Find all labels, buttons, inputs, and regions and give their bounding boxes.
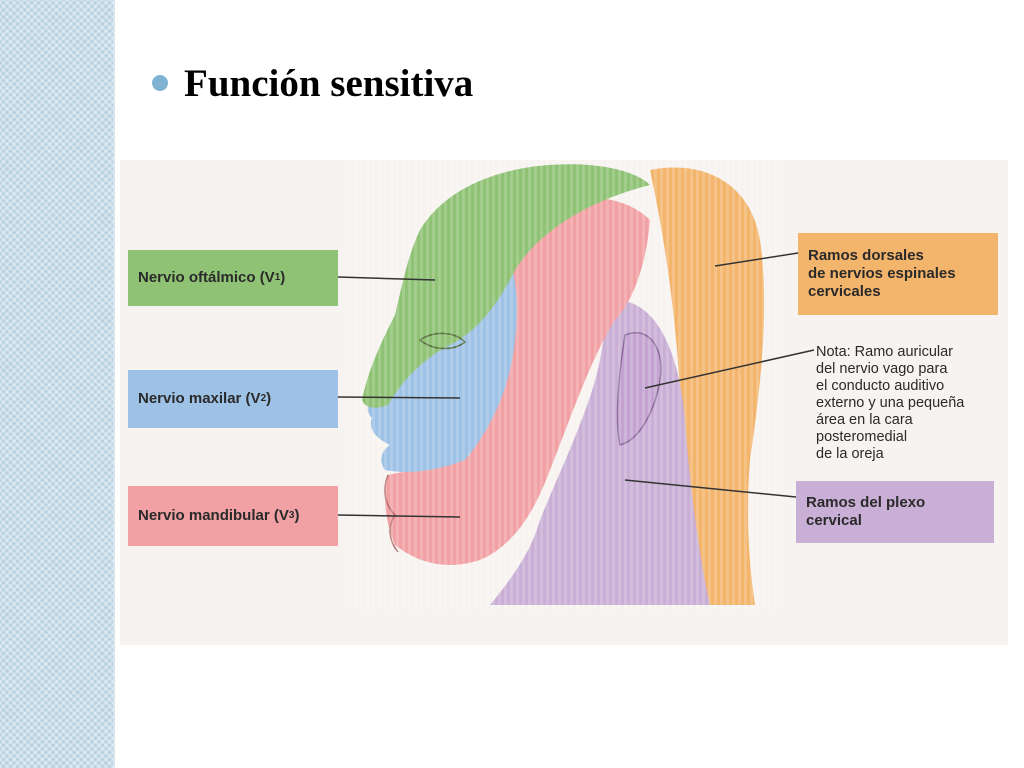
note-line-6: posteromedial [816, 429, 908, 445]
label-dorsal-line-2: de nervios espinales [808, 265, 956, 282]
label-maxillary-sub: 2 [260, 393, 267, 404]
label-plexus-line-1: Ramos del plexo [806, 494, 926, 511]
note-line-7: de la oreja [816, 446, 884, 462]
leader-v1 [337, 276, 436, 281]
note-line-5: área en la cara [816, 412, 913, 428]
label-cervical-plexus: Ramos del plexo cervical [796, 481, 994, 543]
label-dorsal-line-3: cervicales [808, 283, 881, 300]
label-dorsal-rami: Ramos dorsales de nervios espinales cerv… [798, 233, 998, 315]
note-line-2: del nervio vago para [816, 361, 948, 377]
title-row: Función sensitiva [152, 58, 473, 108]
note-line-1: Nota: Ramo auricular [816, 344, 953, 360]
side-band-edge [113, 0, 115, 768]
note-line-4: externo y una pequeña [816, 395, 965, 411]
decorative-side-band [0, 0, 113, 768]
label-mandibular-text: Nervio mandibular (V [138, 507, 289, 524]
note-auricular-branch: Nota: Ramo auricular del nervio vago par… [816, 344, 996, 463]
leader-v3 [337, 514, 461, 518]
bullet-icon [152, 75, 168, 91]
label-plexus-line-2: cervical [806, 512, 862, 529]
label-maxillary-text: Nervio maxilar (V [138, 390, 261, 407]
leader-dorsal [714, 252, 799, 267]
note-line-3: el conducto auditivo [816, 378, 945, 394]
label-dorsal-line-1: Ramos dorsales [808, 247, 924, 264]
head-illustration [337, 160, 815, 610]
label-ophthalmic-text: Nervio oftálmico (V [138, 269, 275, 286]
leader-plexus [624, 479, 797, 498]
leader-v2 [337, 396, 461, 399]
slide-title: Función sensitiva [184, 61, 474, 105]
leader-note [644, 349, 815, 389]
label-mandibular-sub: 3 [288, 510, 295, 521]
label-ophthalmic-sub: 1 [274, 272, 281, 283]
